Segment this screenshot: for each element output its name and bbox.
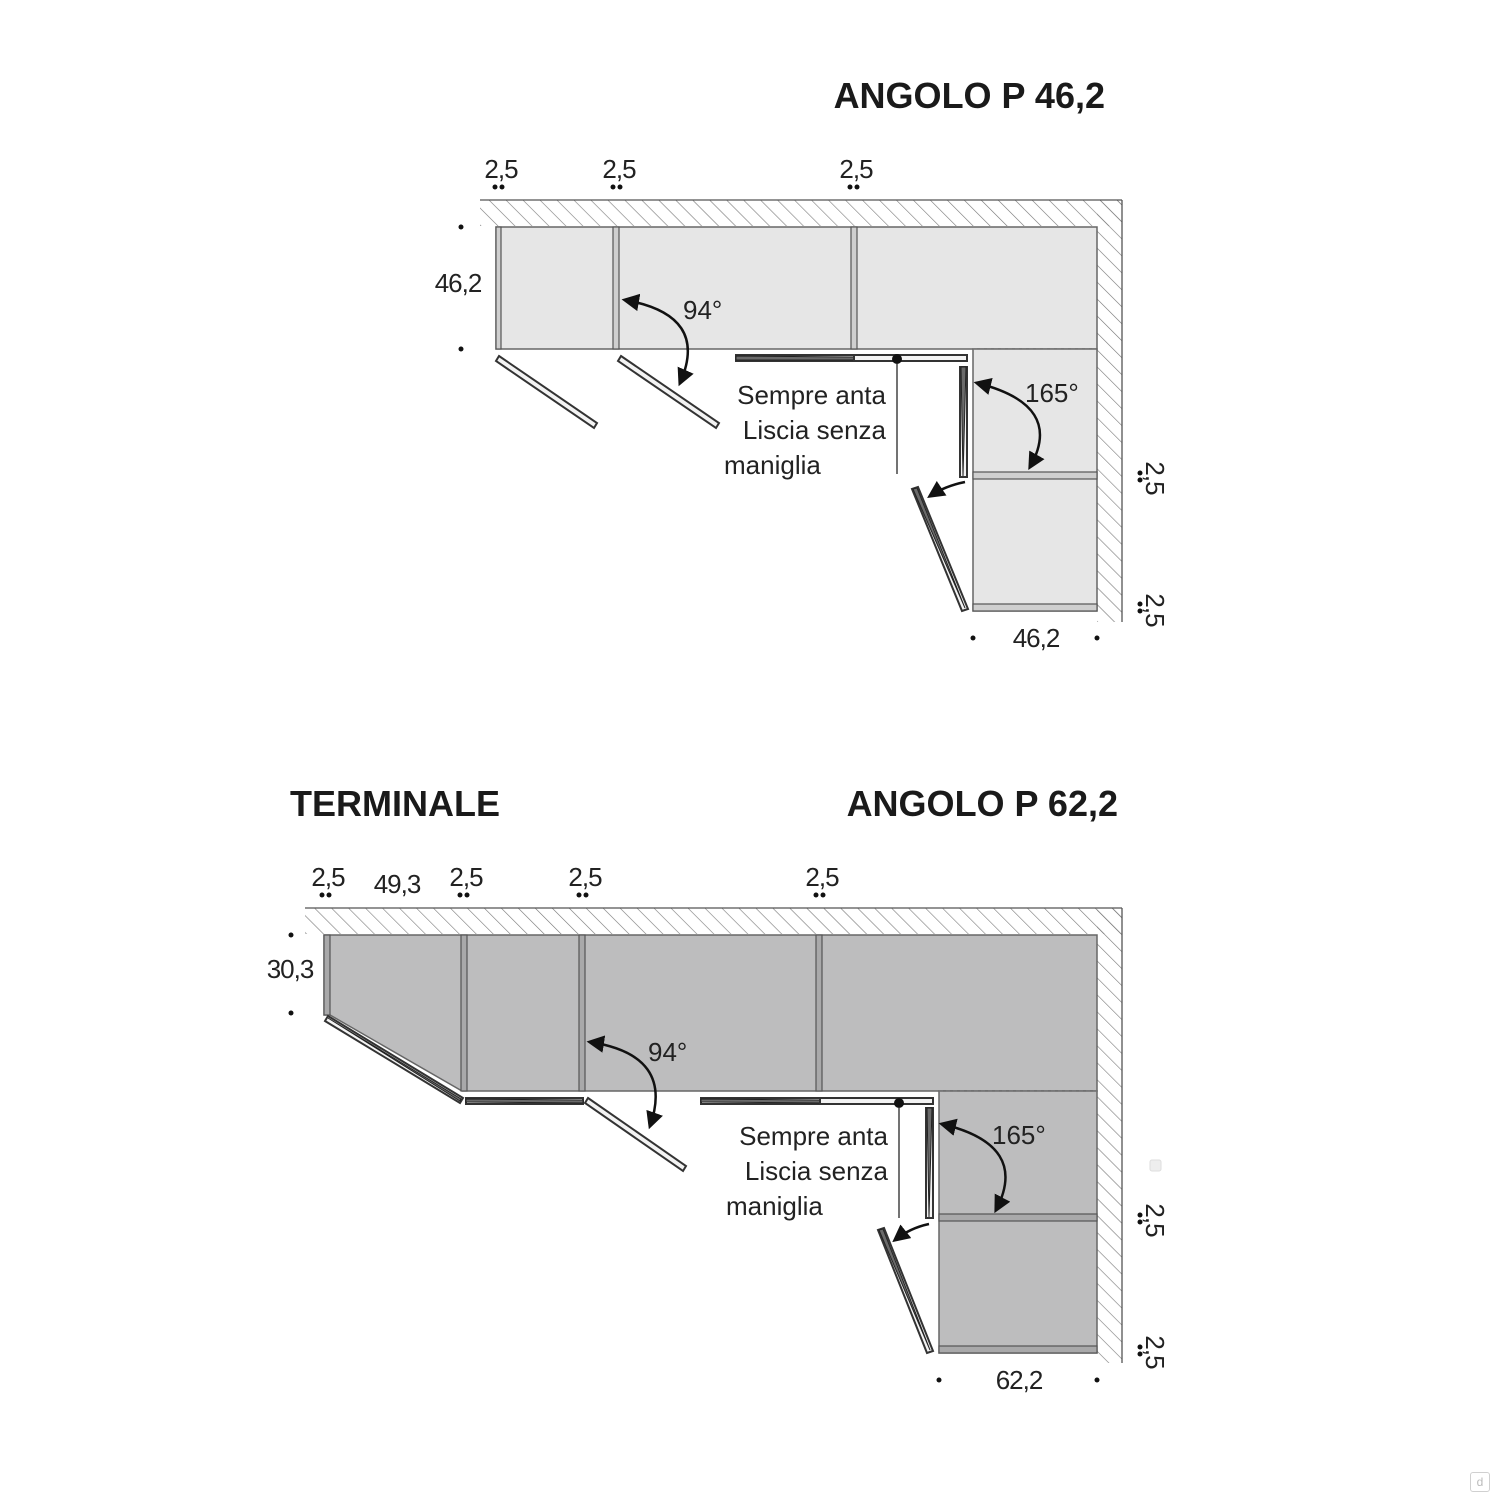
top-note-line2: Liscia senza <box>743 415 887 445</box>
top-arc-small <box>927 480 966 498</box>
bottom-doors <box>323 1014 935 1355</box>
bottom-angle-right: 165° <box>992 1120 1046 1150</box>
top-diagram: ANGOLO P 46,2 <box>435 75 1170 653</box>
bottom-note-line2: Liscia senza <box>745 1156 889 1186</box>
top-note-line3: maniglia <box>724 450 821 480</box>
bottom-cabinets <box>323 934 1098 1354</box>
faint-marker <box>1149 1159 1162 1172</box>
bottom-arc-small <box>892 1222 930 1243</box>
bottom-bottom-dim: 62,2 <box>996 1365 1043 1395</box>
bottom-right-dim-1: 2,5 <box>1140 1203 1170 1237</box>
bottom-dim-2: 49,3 <box>374 869 421 899</box>
top-right-dim-2: 2,5 <box>1140 593 1170 627</box>
bottom-note-line1: Sempre anta <box>739 1121 888 1151</box>
top-note-line1: Sempre anta <box>737 380 886 410</box>
top-arc-165 <box>973 377 1045 471</box>
bottom-dim-dots <box>288 892 1143 1383</box>
bottom-right-dim-2: 2,5 <box>1140 1335 1170 1369</box>
top-arc-94 <box>621 293 694 387</box>
bottom-dim-5: 2,5 <box>805 862 839 892</box>
bottom-wall <box>305 907 1123 1363</box>
top-bottom-dim: 46,2 <box>1013 623 1060 653</box>
bottom-diagram: TERMINALE ANGOLO P 62,2 <box>267 783 1170 1395</box>
top-dim-2: 2,5 <box>602 154 636 184</box>
top-right-dim-1: 2,5 <box>1140 461 1170 495</box>
top-angle-left: 94° <box>683 295 722 325</box>
d-logo-icon: d <box>1470 1472 1490 1492</box>
bottom-dim-3: 2,5 <box>449 862 483 892</box>
top-dim-dots <box>458 184 1143 641</box>
top-title: ANGOLO P 46,2 <box>834 75 1105 116</box>
bottom-title-right: ANGOLO P 62,2 <box>847 783 1118 824</box>
bottom-title-left: TERMINALE <box>290 783 500 824</box>
top-doors <box>494 354 970 613</box>
top-angle-right: 165° <box>1025 378 1079 408</box>
bottom-note-line3: maniglia <box>726 1191 823 1221</box>
bottom-dim-4: 2,5 <box>568 862 602 892</box>
bottom-dim-1: 2,5 <box>311 862 345 892</box>
bottom-depth-dim: 30,3 <box>267 954 314 984</box>
top-wall <box>480 199 1123 622</box>
top-dim-1: 2,5 <box>484 154 518 184</box>
top-dim-3: 2,5 <box>839 154 873 184</box>
bottom-arc-94 <box>586 1035 663 1130</box>
top-depth-dim: 46,2 <box>435 268 482 298</box>
bottom-arc-165 <box>938 1118 1011 1214</box>
bottom-angle-left: 94° <box>648 1037 687 1067</box>
